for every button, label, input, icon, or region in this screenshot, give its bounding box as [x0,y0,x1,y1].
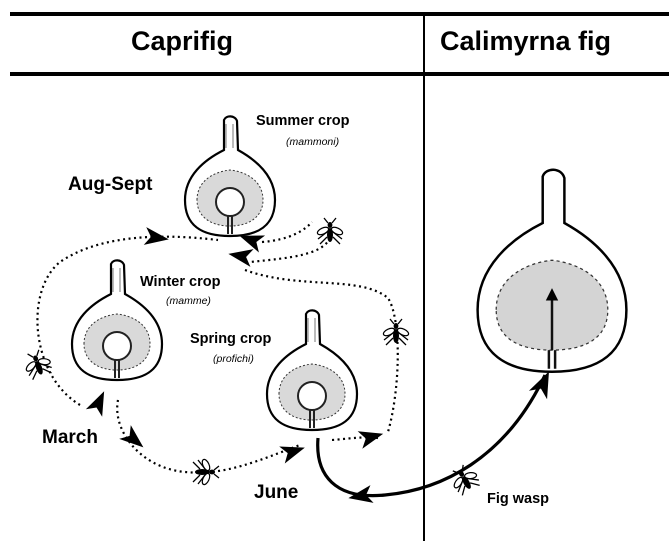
calimyrna-fig-icon [478,170,627,372]
winter-crop-local-name: (mamme) [166,295,211,307]
arrowhead-icon [227,245,254,267]
arrowhead-icon [279,439,307,464]
summer-crop-local-name: (mammoni) [286,136,339,148]
june-label: June [254,482,298,504]
fig-wasp-label: Fig wasp [487,491,549,507]
spring-crop-label: Spring crop [190,331,271,347]
spring-crop-fig-icon [267,310,357,430]
march-label: March [42,427,98,449]
winter-crop-label: Winter crop [140,274,220,290]
arrowhead-icon [144,227,170,248]
summer-crop-fig-icon [185,116,275,236]
aug-sept-label: Aug-Sept [68,174,152,196]
arrowhead-icon [358,425,386,449]
fig-wasp-icon [193,458,219,485]
caprifig-header: Caprifig [131,26,233,57]
fig-wasp-icon [316,218,343,244]
fig-wasp-icon [446,461,483,497]
arrowhead-icon [86,387,112,416]
summer-crop-label: Summer crop [256,113,349,129]
fig-wasp-icon [20,347,55,381]
fig-wasp-icon [382,319,409,345]
spring-crop-local-name: (profichi) [213,353,254,365]
path-summer-to-wasp [262,222,312,242]
arrowhead-icon [119,425,149,454]
calimyrna-fig-header: Calimyrna fig [440,26,611,57]
